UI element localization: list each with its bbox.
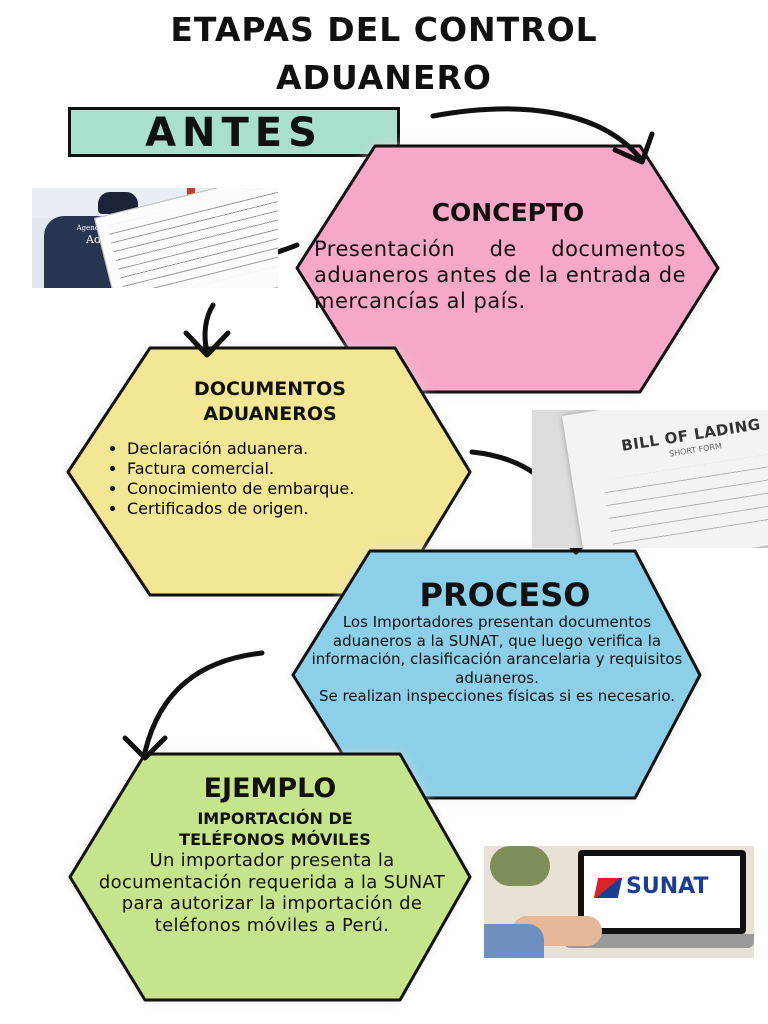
arrow-proceso-to-ejemplo (142, 650, 265, 755)
documentos-heading-line-1: DOCUMENTOS (194, 378, 346, 400)
ejemplo-subheading: IMPORTACIÓN DE TELÉFONOS MÓVILES (110, 808, 440, 850)
documentos-item: Factura comercial. (127, 459, 430, 479)
documentos-item: Declaración aduanera. (127, 439, 430, 459)
photo-bill-of-lading: BILL OF LADING SHORT FORM (532, 410, 768, 548)
ejemplo-subheading-line-1: IMPORTACIÓN DE (197, 809, 353, 828)
sunat-logo-text: SUNAT (626, 874, 709, 899)
proceso-text-1: Los Importadores presentan documentos ad… (311, 613, 683, 687)
concepto-heading: CONCEPTO (431, 198, 585, 227)
arrowhead-documentos (183, 330, 231, 358)
documentos-item: Conocimiento de embarque. (127, 479, 430, 499)
photo-sunat-laptop: SUNAT (484, 846, 754, 958)
documentos-list: Declaración aduanera. Factura comercial.… (105, 439, 430, 519)
arrowhead-concepto (612, 131, 655, 165)
documentos-heading: DOCUMENTOS ADUANEROS (120, 377, 420, 427)
laptop-screen: SUNAT (578, 850, 746, 934)
proceso-text: Los Importadores presentan documentos ad… (306, 613, 688, 706)
proceso-hexagon (291, 549, 702, 800)
title-line-1: ETAPAS DEL CONTROL (170, 10, 598, 49)
ejemplo-subheading-line-2: TELÉFONOS MÓVILES (179, 830, 371, 849)
proceso-text-2: Se realizan inspecciones físicas si es n… (318, 687, 676, 705)
sunat-logo-icon (593, 878, 623, 898)
arrowhead-ejemplo (122, 735, 168, 761)
arrow-concepto-to-photo (275, 242, 300, 255)
page-title: ETAPAS DEL CONTROL ADUANERO (0, 6, 768, 102)
concepto-hexagon (295, 144, 720, 394)
antes-label: ANTES (145, 110, 323, 156)
concepto-text: Presentación de documentos aduaneros ant… (314, 237, 686, 313)
laptop-display: SUNAT (584, 856, 740, 928)
ejemplo-heading: EJEMPLO (203, 773, 337, 804)
bill-lines (602, 447, 768, 548)
photo-plant (490, 846, 550, 886)
laptop-base (564, 934, 754, 948)
antes-box (68, 107, 400, 157)
arrow-concepto-to-documentos (202, 302, 216, 355)
documentos-heading-line-2: ADUANEROS (203, 403, 337, 425)
documentos-item: Certificados de origen. (127, 499, 430, 519)
bill-paper: BILL OF LADING SHORT FORM (562, 410, 768, 548)
proceso-heading: PROCESO (419, 576, 591, 614)
arrow-antes-to-concepto (430, 106, 643, 161)
ejemplo-text: Un importador presenta la documentación … (98, 850, 446, 936)
photo-sleeve (484, 924, 544, 958)
photo-aduanas-officer: Agencia Tributaria Aduanas (32, 188, 278, 288)
title-line-2: ADUANERO (276, 58, 492, 97)
ejemplo-hexagon (68, 752, 472, 1002)
